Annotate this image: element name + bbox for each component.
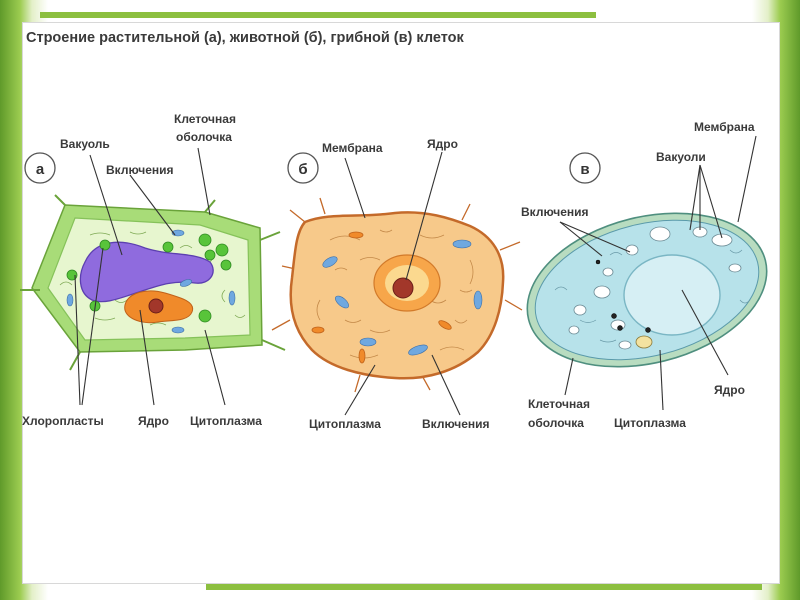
label-plant-wall-2: оболочка <box>176 130 232 144</box>
label-animal-membrane: Мембрана <box>322 141 383 155</box>
label-fungus-membrane: Мембрана <box>694 120 755 134</box>
label-fungus-wall-2: оболочка <box>528 416 584 430</box>
plant-badge: а <box>25 153 55 183</box>
label-animal-nucleus: Ядро <box>427 137 458 151</box>
plant-cell: а Вакуоль Включения Клеточная оболочка Х… <box>20 112 285 428</box>
fungal-cell: в Мембрана Вакуоли Включения Клеточная о… <box>511 120 783 430</box>
label-animal-cytoplasm: Цитоплазма <box>309 417 381 431</box>
label-plant-chloroplasts: Хлоропласты <box>22 414 104 428</box>
label-plant-cytoplasm: Цитоплазма <box>190 414 262 428</box>
label-plant-nucleus: Ядро <box>138 414 169 428</box>
label-plant-vacuole: Вакуоль <box>60 137 110 151</box>
fungus-central-vacuole <box>624 255 720 335</box>
label-fungus-cytoplasm: Цитоплазма <box>614 416 686 430</box>
animal-nucleus <box>374 255 440 311</box>
label-plant-inclusions: Включения <box>106 163 174 177</box>
svg-text:в: в <box>580 161 589 178</box>
label-fungus-wall-1: Клеточная <box>528 397 590 411</box>
animal-cell: б Мембрана Ядро Цитоплазма Включения <box>272 137 522 431</box>
fungus-badge: в <box>570 153 600 183</box>
label-animal-inclusions: Включения <box>422 417 490 431</box>
label-fungus-vacuoles: Вакуоли <box>656 150 706 164</box>
fungus-granule <box>636 336 652 348</box>
animal-badge: б <box>288 153 318 183</box>
label-fungus-nucleus: Ядро <box>714 383 745 397</box>
label-fungus-inclusions: Включения <box>521 205 589 219</box>
label-plant-wall-1: Клеточная <box>174 112 236 126</box>
svg-text:б: б <box>298 161 307 178</box>
svg-text:а: а <box>36 161 45 178</box>
